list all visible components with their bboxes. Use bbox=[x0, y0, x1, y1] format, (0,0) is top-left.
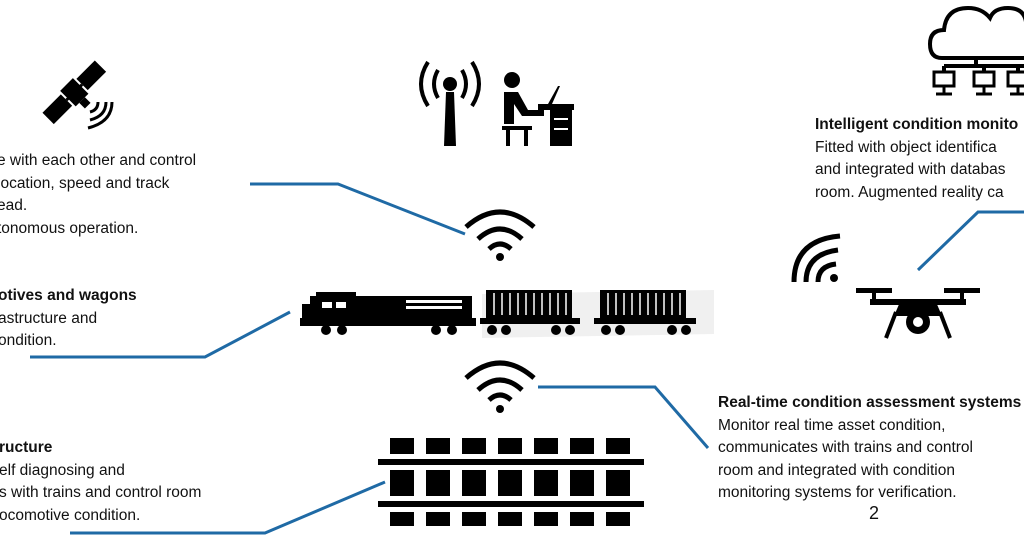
wifi-icon bbox=[464, 360, 536, 413]
top-right-description: Intelligent condition monito Fitted with… bbox=[815, 114, 1018, 204]
bottom-left-title: ructure bbox=[0, 439, 53, 456]
top-right-line-2: and integrated with databas bbox=[815, 161, 1006, 178]
top-left-line-3: ead. bbox=[0, 197, 28, 214]
connector-top-right bbox=[916, 210, 1024, 272]
bottom-left-line-2: s with trains and control room bbox=[0, 484, 202, 501]
connector-bottom-right bbox=[538, 385, 710, 449]
cloud-network-icon bbox=[928, 5, 1024, 96]
top-right-line-1: Fitted with object identifica bbox=[815, 138, 997, 156]
connector-top-left bbox=[250, 182, 466, 236]
wifi-icon bbox=[464, 209, 536, 261]
bottom-left-line-3: ocomotive condition. bbox=[0, 506, 141, 524]
bottom-right-line-4: monitoring systems for verification. bbox=[718, 484, 957, 501]
mid-left-title: otives and wagons bbox=[0, 287, 137, 304]
top-left-line-2: location, speed and track bbox=[0, 174, 170, 192]
railway-track-icon bbox=[378, 438, 644, 526]
satellite-icon bbox=[42, 60, 114, 130]
top-right-title: Intelligent condition monito bbox=[815, 116, 1019, 133]
bottom-left-line-1: elf diagnosing and bbox=[0, 461, 125, 479]
top-left-description: e with each other and control location, … bbox=[0, 150, 196, 240]
top-right-line-3: room. Augmented reality ca bbox=[815, 183, 1004, 201]
operator-at-desk-icon bbox=[502, 72, 574, 146]
train-icon bbox=[300, 290, 714, 338]
mid-left-description: otives and wagons astructure and onditio… bbox=[0, 285, 137, 353]
bottom-right-line-2: communicates with trains and control bbox=[718, 439, 974, 456]
bottom-right-title: Real-time condition assessment systems bbox=[718, 394, 1022, 411]
bottom-left-description: ructure elf diagnosing and s with trains… bbox=[0, 437, 201, 527]
top-left-line-1: e with each other and control bbox=[0, 152, 197, 169]
bottom-right-line-1: Monitor real time asset condition, bbox=[718, 416, 946, 434]
top-left-line-4: tonomous operation. bbox=[0, 219, 139, 237]
radio-tower-icon bbox=[419, 60, 481, 146]
connector-bottom-left bbox=[70, 480, 386, 535]
bottom-right-description: Real-time condition assessment systems M… bbox=[718, 392, 1021, 505]
wifi-icon bbox=[791, 233, 841, 283]
mid-left-line-2: ondition. bbox=[0, 332, 57, 349]
drone-icon bbox=[856, 288, 980, 339]
mid-left-line-1: astructure and bbox=[0, 309, 98, 327]
bottom-right-line-3: room and integrated with condition bbox=[718, 461, 955, 479]
page-number: 2 bbox=[869, 503, 880, 523]
connector-mid-left bbox=[30, 310, 291, 359]
